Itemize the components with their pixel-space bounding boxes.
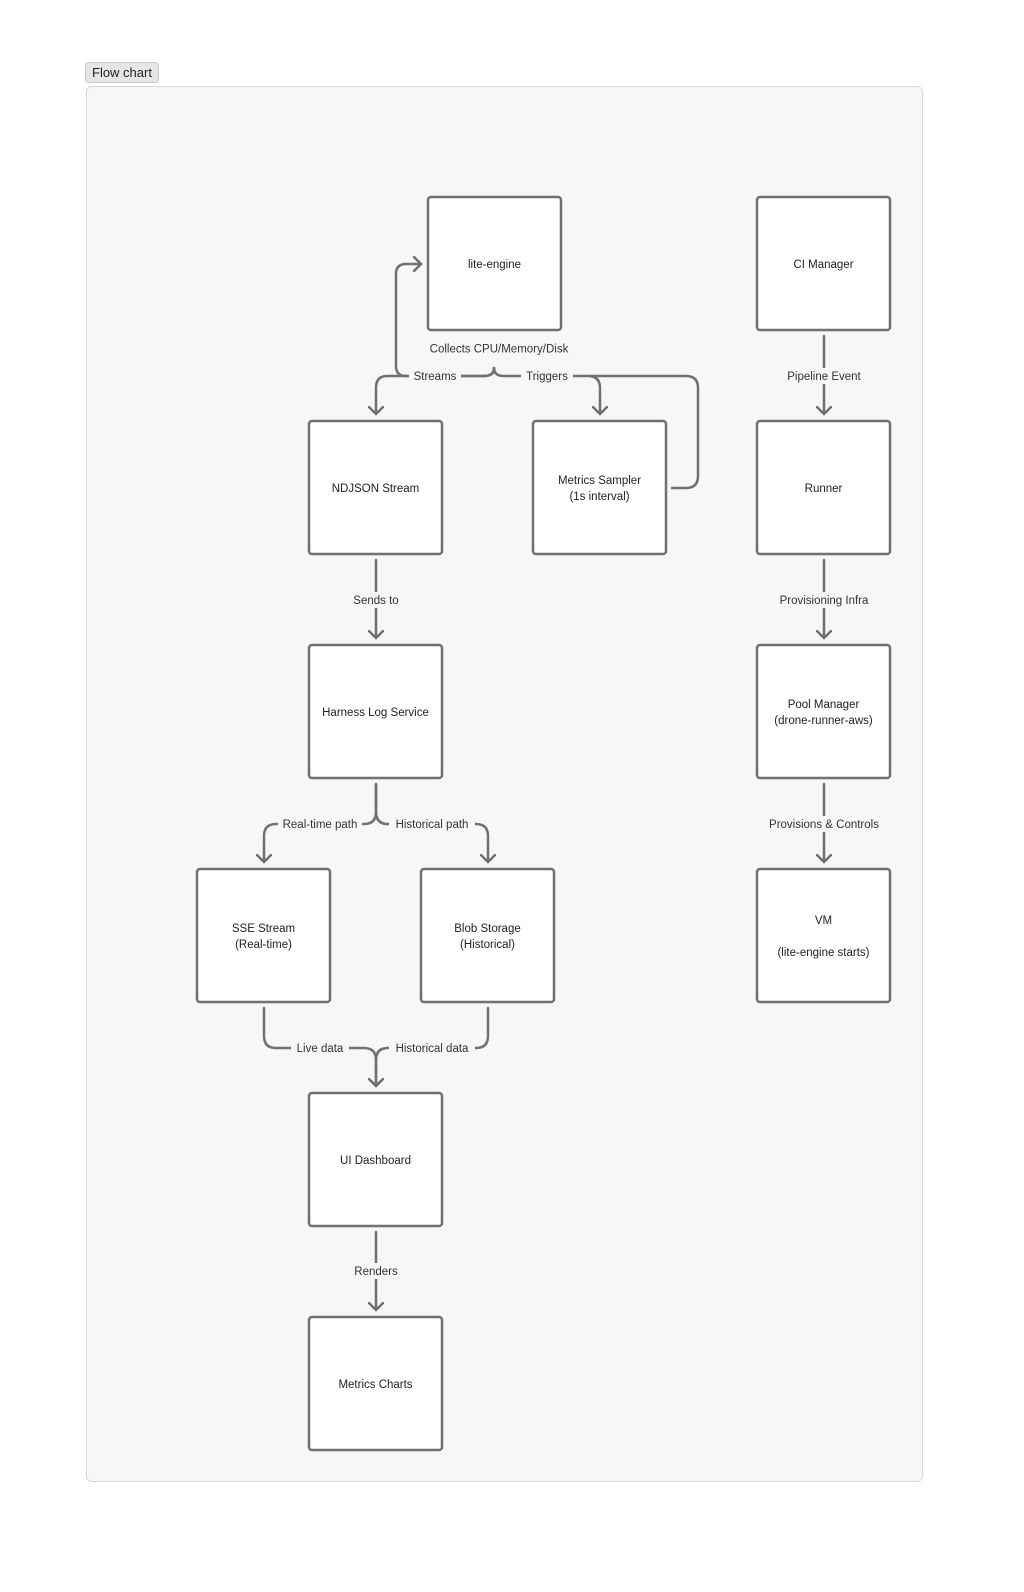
node-runner[interactable]: Runner (755, 419, 892, 556)
node-lite-engine[interactable]: lite-engine (426, 195, 563, 332)
svg-text:(drone-runner-aws): (drone-runner-aws) (774, 715, 873, 727)
svg-text:NDJSON Stream: NDJSON Stream (332, 483, 420, 495)
svg-text:UI Dashboard: UI Dashboard (340, 1155, 411, 1167)
node-ndjson-stream[interactable]: NDJSON Stream (307, 419, 444, 556)
diagram-tab[interactable]: Flow chart (85, 62, 159, 83)
svg-text:Historical data: Historical data (396, 1043, 469, 1055)
svg-text:Metrics Charts: Metrics Charts (338, 1379, 412, 1391)
node-sse-stream[interactable]: SSE Stream (Real-time) (195, 867, 332, 1004)
edge-label-pipeline-event: Pipeline Event (783, 368, 865, 384)
edge-sampler-loop (588, 374, 700, 490)
svg-text:(Historical): (Historical) (460, 939, 515, 951)
edge-label-historical-path: Historical path (389, 816, 475, 832)
svg-text:Blob Storage: Blob Storage (454, 923, 521, 935)
node-ui-dashboard[interactable]: UI Dashboard (307, 1091, 444, 1228)
edge-triggers-to-sampler (492, 366, 600, 416)
svg-text:SSE Stream: SSE Stream (232, 923, 295, 935)
svg-text:(lite-engine starts): (lite-engine starts) (777, 947, 869, 959)
svg-text:Pipeline Event: Pipeline Event (787, 371, 861, 383)
edge-label-triggers: Triggers (521, 368, 573, 384)
edge-label-provisioning-infra: Provisioning Infra (775, 592, 873, 608)
svg-text:VM: VM (815, 915, 832, 927)
svg-text:Historical path: Historical path (396, 819, 469, 831)
svg-text:Real-time path: Real-time path (283, 819, 358, 831)
svg-text:CI Manager: CI Manager (793, 259, 853, 271)
svg-text:(Real-time): (Real-time) (235, 939, 292, 951)
svg-text:Renders: Renders (354, 1266, 398, 1278)
svg-text:Provisioning Infra: Provisioning Infra (780, 595, 869, 607)
edge-label-provisions-controls: Provisions & Controls (764, 816, 884, 832)
svg-text:Runner: Runner (805, 483, 843, 495)
edge-label-historical-data: Historical data (389, 1040, 475, 1056)
svg-text:Collects CPU/Memory/Disk: Collects CPU/Memory/Disk (430, 344, 569, 356)
svg-text:Provisions & Controls: Provisions & Controls (769, 819, 879, 831)
svg-text:Harness Log Service: Harness Log Service (322, 707, 429, 719)
node-ci-manager[interactable]: CI Manager (755, 195, 892, 332)
edge-label-collects: Collects CPU/Memory/Disk (426, 340, 572, 356)
node-blob-storage[interactable]: Blob Storage (Historical) (419, 867, 556, 1004)
node-harness-log-service[interactable]: Harness Log Service (307, 643, 444, 780)
node-pool-manager[interactable]: Pool Manager (drone-runner-aws) (755, 643, 892, 780)
edge-label-sends-to: Sends to (347, 592, 405, 608)
edge-label-realtime-path: Real-time path (278, 816, 362, 832)
svg-text:Sends to: Sends to (353, 595, 398, 607)
svg-text:(1s interval): (1s interval) (569, 491, 629, 503)
svg-text:Streams: Streams (414, 371, 457, 383)
svg-text:Pool Manager: Pool Manager (788, 699, 860, 711)
svg-text:Metrics Sampler: Metrics Sampler (558, 475, 641, 487)
svg-text:lite-engine: lite-engine (468, 259, 521, 271)
svg-text:Live data: Live data (297, 1043, 344, 1055)
edge-label-streams: Streams (409, 368, 461, 384)
svg-text:Triggers: Triggers (526, 371, 568, 383)
node-vm[interactable]: VM (lite-engine starts) (755, 867, 892, 1004)
node-metrics-charts[interactable]: Metrics Charts (307, 1315, 444, 1452)
node-metrics-sampler[interactable]: Metrics Sampler (1s interval) (531, 419, 668, 556)
edge-label-renders: Renders (348, 1263, 404, 1279)
edge-collects-to-lite-engine (394, 264, 496, 378)
edge-label-live-data: Live data (291, 1040, 349, 1056)
